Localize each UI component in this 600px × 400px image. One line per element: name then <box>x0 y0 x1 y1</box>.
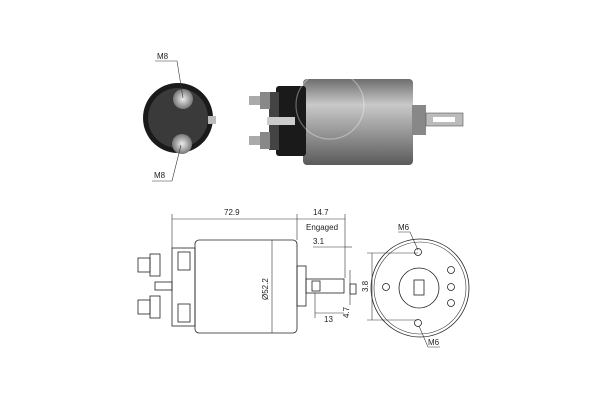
m6-label-bottom: M6 <box>428 338 440 347</box>
engaged-label: Engaged <box>306 223 338 232</box>
m8-label-top: M8 <box>157 52 169 61</box>
terminal-nut-bottom <box>172 134 192 154</box>
photo-side-view <box>249 70 464 165</box>
dim-offset: 3.1 <box>313 237 325 246</box>
photo-end-view: M8 M8 <box>143 52 216 182</box>
dim-hole-spacing: 3.8 <box>361 280 370 292</box>
terminal-nut-top <box>173 89 193 109</box>
zm-watermark <box>295 70 365 140</box>
dim-stroke: 14.7 <box>313 208 329 217</box>
dim-shaft-width: 4.7 <box>342 306 351 318</box>
drawing-end-view: 3.8 M6 M6 <box>361 223 470 348</box>
m6-label-top: M6 <box>398 223 410 232</box>
body-outline <box>194 239 298 334</box>
m8-label-bottom: M8 <box>154 171 166 180</box>
dim-shaft-length: 13 <box>324 315 333 324</box>
dim-diameter: Ø52.2 <box>261 278 270 300</box>
dim-length: 72.9 <box>224 208 240 217</box>
drawing-side-view: 72.9 14.7 Engaged 3.1 Ø52.2 13 4.7 <box>137 208 357 334</box>
